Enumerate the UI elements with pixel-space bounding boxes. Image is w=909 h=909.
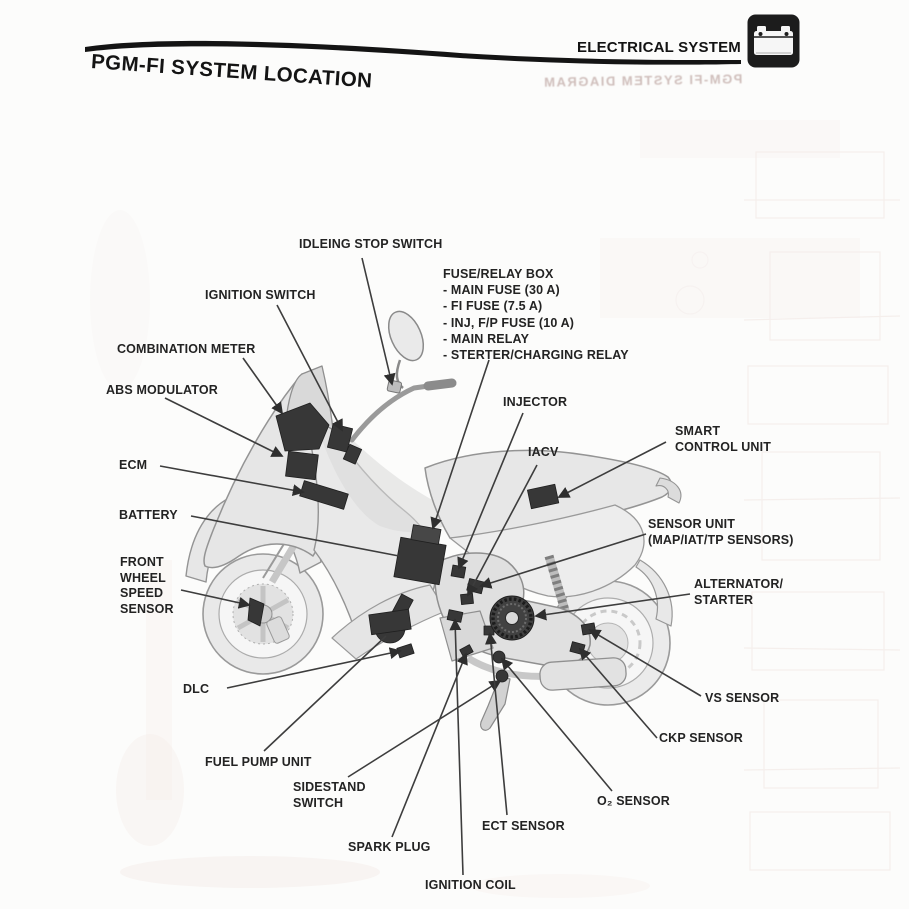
label-ect-sensor: ECT SENSOR <box>482 819 565 833</box>
label-injector: INJECTOR <box>503 395 568 409</box>
label-abs-modulator: ABS MODULATOR <box>106 383 218 397</box>
leader-battery <box>190 515 400 557</box>
leader-ecm <box>159 465 305 497</box>
header-swoosh <box>85 40 741 65</box>
cutaway-shade <box>314 398 462 533</box>
label-combination-meter: COMBINATION METER <box>117 342 256 356</box>
leader-iacv <box>467 464 538 597</box>
leader-combination-meter <box>242 357 284 415</box>
battery-icon <box>746 13 801 69</box>
label-ignition-switch: IGNITION SWITCH <box>205 288 316 302</box>
leader-fuel-pump-unit <box>263 635 387 752</box>
ignition-switch-part2 <box>342 443 363 465</box>
smart-control-unit-part <box>527 483 560 510</box>
label-idling-stop-switch: IDLEING STOP SWITCH <box>299 237 443 251</box>
label-fuel-pump-unit: FUEL PUMP UNIT <box>205 755 312 769</box>
label-ckp-sensor: CKP SENSOR <box>659 731 743 745</box>
leader-ignition-coil <box>449 618 464 876</box>
label-ignition-coil: IGNITION COIL <box>425 878 516 892</box>
front-wheel <box>202 553 324 675</box>
leader-ignition-switch <box>276 304 343 432</box>
label-vs-sensor: VS SENSOR <box>705 691 780 705</box>
label-dlc: DLC <box>183 682 210 696</box>
sidestand-switch-part <box>495 669 509 683</box>
handlebar <box>349 378 457 443</box>
leader-smart-control-unit <box>557 441 667 498</box>
label-iacv: IACV <box>528 445 559 459</box>
bleed-through-artifacts <box>90 120 901 898</box>
fuel-pump-part3 <box>368 608 412 636</box>
leader-o2-sensor <box>500 657 613 792</box>
label-alternator-starter: ALTERNATOR/ STARTER <box>694 577 784 607</box>
label-battery: BATTERY <box>119 508 178 522</box>
leader-lines <box>159 257 702 876</box>
label-front-wheel-speed-sensor: FRONT WHEEL SPEED SENSOR <box>120 555 174 616</box>
label-sensor-unit: SENSOR UNIT (MAP/IAT/TP SENSORS) <box>648 517 794 547</box>
muffler <box>539 657 627 691</box>
leader-sidestand-switch <box>347 680 502 778</box>
leader-alternator-starter <box>534 593 691 621</box>
vs-sensor-part <box>580 622 597 636</box>
rear-fender <box>635 559 673 627</box>
scooter-illustration <box>185 310 682 731</box>
mirror <box>387 310 425 389</box>
alternator-part <box>489 595 535 641</box>
leader-vs-sensor <box>588 629 702 697</box>
label-fuse-relay-box: FUSE/RELAY BOX - MAIN FUSE (30 A) - FI F… <box>443 267 629 363</box>
leader-spark-plug <box>391 652 468 838</box>
leader-injector <box>457 412 524 570</box>
injector-part <box>450 564 467 579</box>
label-sidestand-switch: SIDESTAND SWITCH <box>293 780 366 810</box>
leader-dlc <box>226 647 402 689</box>
label-o2-sensor: O₂ SENSOR <box>597 794 670 808</box>
leader-fuse-relay-box <box>430 359 490 530</box>
leader-sensor-unit <box>479 533 647 589</box>
iacv-part <box>460 593 474 605</box>
leader-ckp-sensor <box>578 647 658 739</box>
combination-meter-part <box>275 402 330 452</box>
label-spark-plug: SPARK PLUG <box>348 840 431 854</box>
grab-rail <box>655 477 682 504</box>
front-speed-sensor-part <box>247 597 265 627</box>
label-smart-control-unit: SMART CONTROL UNIT <box>675 424 772 454</box>
label-ecm: ECM <box>119 458 148 472</box>
leader-abs-modulator <box>164 397 284 457</box>
leader-front-wheel-speed-sensor <box>180 589 251 609</box>
chapter-title: ELECTRICAL SYSTEM <box>577 39 741 56</box>
leader-idling-stop-switch <box>361 257 396 386</box>
abs-modulator-part <box>285 450 319 481</box>
leader-ect-sensor <box>484 632 508 816</box>
